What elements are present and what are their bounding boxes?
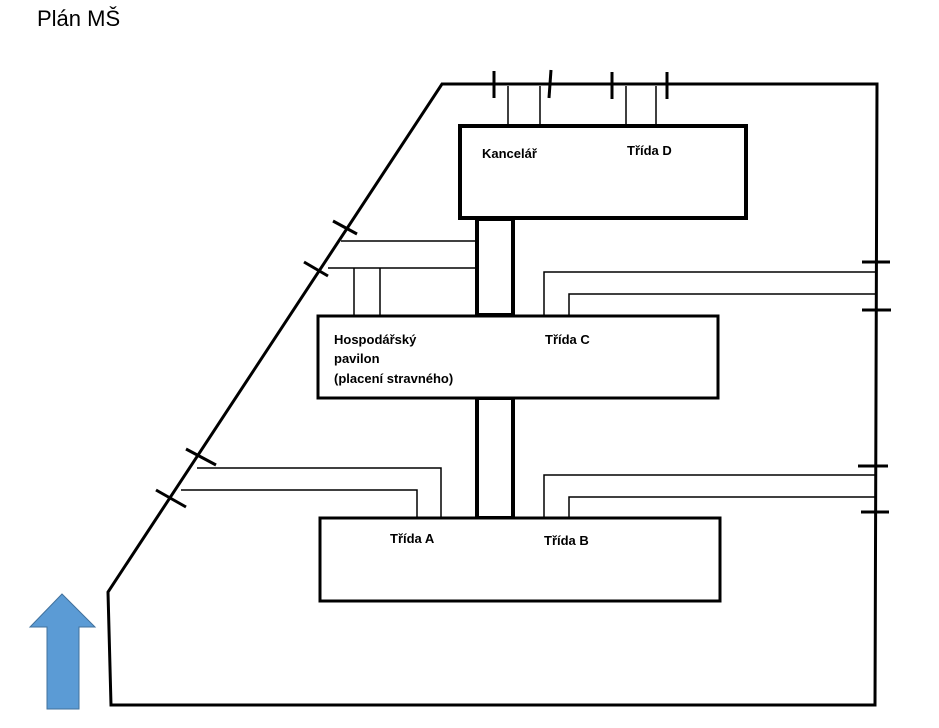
site-boundary: [106, 82, 879, 707]
label-trida-d: Třída D: [627, 143, 672, 158]
label-trida-a: Třída A: [390, 531, 435, 546]
gate-marks-right: [858, 260, 891, 514]
path-left-middle: [328, 240, 477, 316]
label-pavilon: pavilon: [334, 351, 380, 366]
path-top-right: [625, 86, 657, 126]
gate-marks-top: [492, 69, 669, 99]
path-right-bottom: [543, 474, 875, 518]
building-top: [458, 124, 748, 220]
label-placeni-stravneho: (placení stravného): [334, 371, 453, 386]
connector-top-middle: [475, 217, 515, 317]
path-left-bottom: [181, 467, 442, 518]
label-hospodarsky: Hospodářský: [334, 332, 417, 347]
connector-middle-bottom: [475, 396, 515, 520]
building-middle: [316, 314, 720, 400]
path-right-middle: [543, 271, 875, 316]
label-trida-b: Třída B: [544, 533, 589, 548]
page-title: Plán MŠ: [37, 6, 121, 31]
label-kancelar: Kancelář: [482, 146, 538, 161]
gate-marks-left: [155, 219, 358, 509]
building-bottom: [318, 516, 722, 603]
path-top-left: [507, 86, 541, 126]
up-arrow-icon: [28, 593, 97, 710]
label-trida-c: Třída C: [545, 332, 590, 347]
